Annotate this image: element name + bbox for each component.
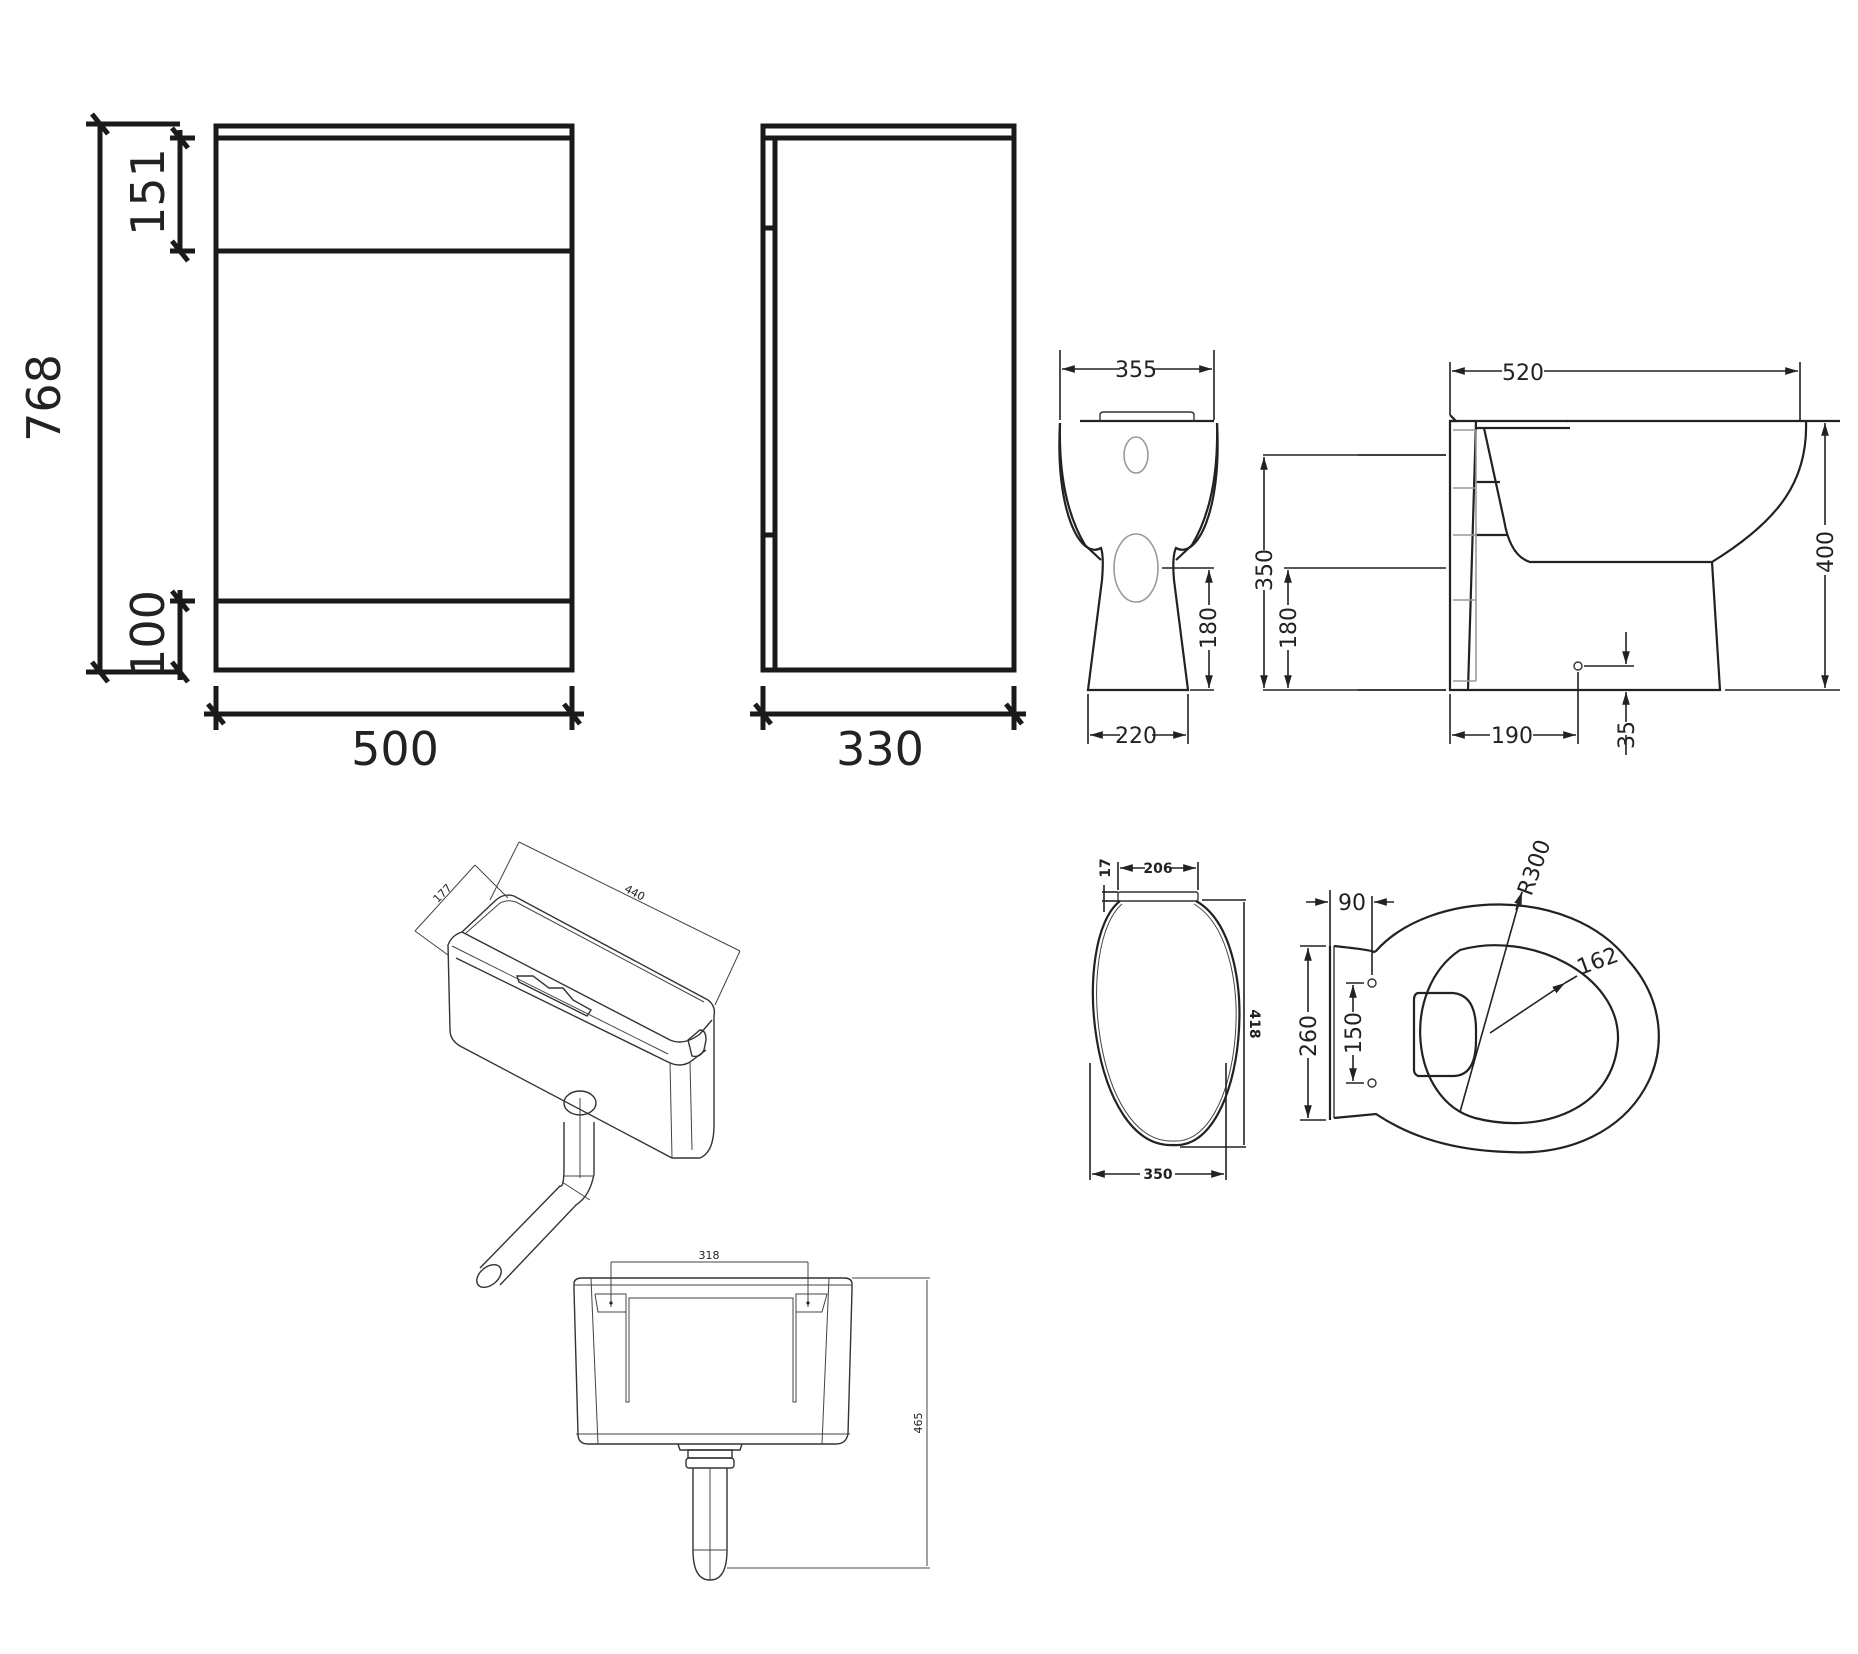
dim-toilet-inlet-height: 350 — [1253, 549, 1278, 591]
cistern-isometric: 177 440 — [414, 841, 741, 1289]
dim-toilet-side-outlet: 180 — [1277, 607, 1302, 649]
dim-toilet-base-width: 220 — [1115, 724, 1157, 749]
toilet-seat-plan: 206 17 418 350 — [1089, 858, 1262, 1183]
dim-pan-rear-width: 260 — [1297, 1015, 1322, 1057]
dim-cistern-depth: 177 — [431, 882, 455, 906]
cistern-front-elevation: 318 465 — [573, 1249, 930, 1581]
dim-cabinet-plinth: 100 — [121, 590, 175, 678]
cabinet-side-elevation: 330 — [750, 123, 1026, 776]
dim-seat-hinge-width: 206 — [1143, 861, 1172, 877]
dim-toilet-length: 520 — [1502, 361, 1544, 386]
toilet-pan-plan: 90 260 150 R300 162 — [1297, 837, 1660, 1154]
dim-toilet-front-width: 355 — [1115, 358, 1157, 383]
dim-cabinet-depth: 330 — [836, 722, 924, 776]
dim-pan-fixing-spacing: 150 — [1342, 1012, 1367, 1054]
dim-toilet-front-outlet: 180 — [1197, 607, 1222, 649]
dim-cabinet-width: 500 — [351, 722, 439, 776]
dim-seat-width: 350 — [1143, 1167, 1172, 1183]
dim-cistern-height: 465 — [912, 1413, 925, 1434]
dim-fixing-offset: 190 — [1491, 724, 1533, 749]
dim-toilet-overall-height: 400 — [1814, 531, 1839, 573]
cabinet-front-elevation: 768 151 100 500 — [17, 112, 584, 776]
dim-cabinet-top-section: 151 — [121, 148, 175, 236]
dim-seat-hinge-thickness: 17 — [1098, 858, 1114, 877]
dim-cistern-width: 440 — [622, 882, 647, 903]
dim-cabinet-height: 768 — [17, 354, 71, 442]
dim-cistern-fixing-centres: 318 — [699, 1249, 720, 1262]
dim-seat-length: 418 — [1246, 1009, 1262, 1038]
toilet-side-elevation: 520 350 180 400 190 35 — [1253, 361, 1840, 755]
dim-pan-inner-radius: 162 — [1574, 943, 1622, 981]
dim-pan-fixing-depth: 90 — [1338, 891, 1366, 916]
dim-pan-outer-radius: R300 — [1513, 837, 1556, 899]
toilet-front-elevation: 355 180 220 — [1058, 350, 1222, 749]
dim-fixing-height: 35 — [1615, 721, 1640, 749]
